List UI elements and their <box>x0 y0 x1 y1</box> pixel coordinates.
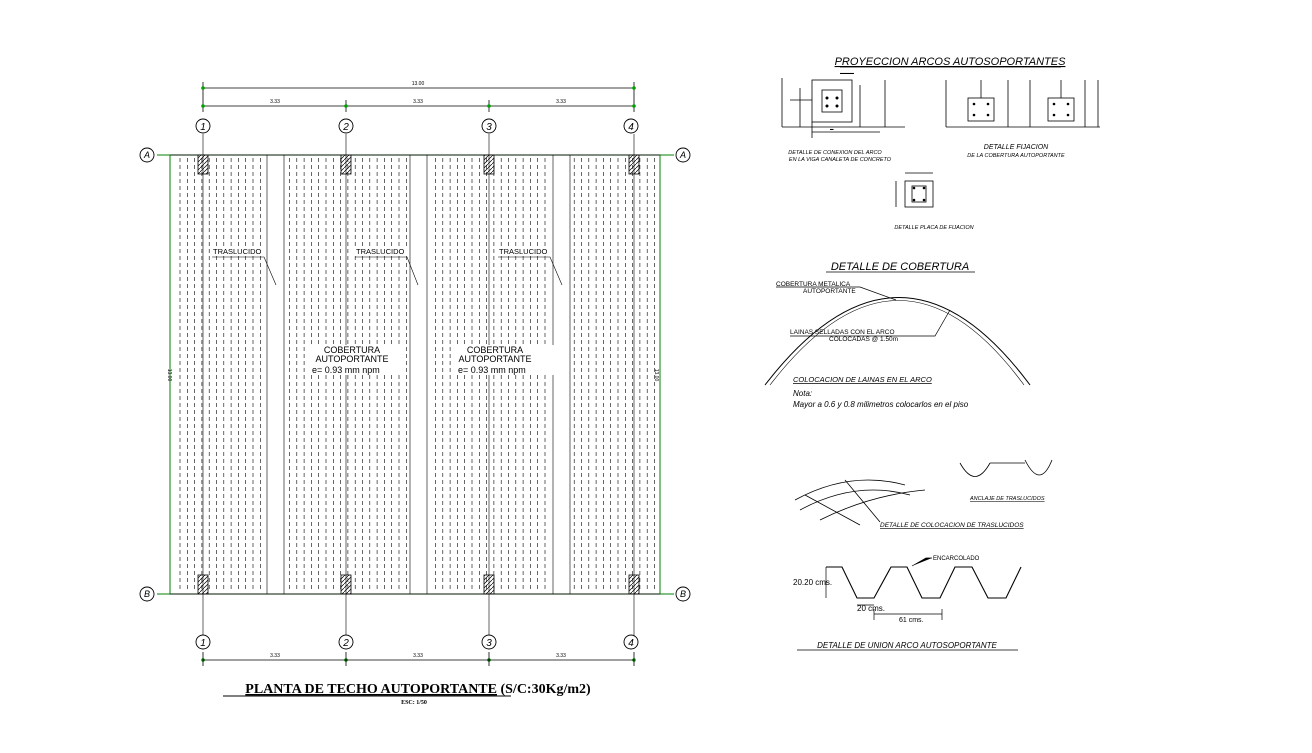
cover-label-1: COBERTURA AUTOPORTANTE e= 0.93 mm npm <box>306 345 406 375</box>
lainas-2: COLOCADAS @ 1.50m <box>829 336 898 343</box>
detail-proyeccion: PROYECCION ARCOS AUTOSOPORTANTES ▬▬▬▬ ▬ <box>781 56 1100 231</box>
grid-label-top-1: 1 <box>200 122 206 133</box>
union-title: DETALLE DE UNION ARCO AUTOSOPORTANTE <box>817 641 997 650</box>
grid-label-row-a-left: A <box>143 150 150 160</box>
dim-side-left: 13.00 <box>166 369 172 382</box>
detail-traslucidos: DETALLE DE COLOCACION DE TRASLUCIDOS ANC… <box>794 459 1053 529</box>
translucent-label-1: TRASLUCIDO <box>213 247 262 256</box>
bottom-dimensions <box>202 652 635 666</box>
traslucidos-label: DETALLE DE COLOCACION DE TRASLUCIDOS <box>880 522 1024 529</box>
dim-base: 20 cms. <box>857 604 885 613</box>
encarcolado-label: ENCARCOLADO <box>933 556 980 562</box>
placa-label: DETALLE PLACA DE FIJACION <box>894 225 973 231</box>
proyeccion-title: PROYECCION ARCOS AUTOSOPORTANTES <box>835 56 1066 68</box>
dim-bay-2: 3.33 <box>413 99 423 105</box>
fijacion-label-1: DETALLE FIJACION <box>984 144 1049 151</box>
svg-text:e= 0.93 mm npm: e= 0.93 mm npm <box>458 365 526 375</box>
column-grid-lines <box>202 134 635 636</box>
grid-label-top-3: 3 <box>486 122 492 133</box>
dim-side-right: 13.00 <box>653 369 659 382</box>
column-blocks <box>197 154 640 595</box>
dim-bay-bottom-1: 3.33 <box>270 653 280 659</box>
row-grid-lines <box>157 154 674 595</box>
dim-bay-bottom-3: 3.33 <box>556 653 566 659</box>
fijacion-label-2: DE LA COBERTURA AUTOPORTANTE <box>967 153 1065 159</box>
grid-label-bottom-4: 4 <box>628 638 634 649</box>
svg-text:AUTOPORTANTE: AUTOPORTANTE <box>458 354 531 364</box>
svg-text:▬: ▬ <box>830 127 834 131</box>
grid-label-bottom-2: 2 <box>342 638 349 649</box>
svg-text:AUTOPORTANTE: AUTOPORTANTE <box>315 354 388 364</box>
svg-text:e= 0.93 mm npm: e= 0.93 mm npm <box>312 365 380 375</box>
colocacion-lainas: COLOCACION DE LAINAS EN EL ARCO <box>793 375 932 384</box>
row-bubbles <box>139 147 691 602</box>
cobertura-metalica-2: AUTOPORTANTE <box>803 288 856 295</box>
grid-label-top-4: 4 <box>628 122 634 133</box>
note-title: Nota: <box>793 389 812 398</box>
grid-label-bottom-1: 1 <box>200 638 206 649</box>
roof-boundary <box>169 154 661 595</box>
cover-label-2: COBERTURA AUTOPORTANTE e= 0.93 mm npm <box>452 345 556 375</box>
lainas-1: LAINAS SELLADAS CON EL ARCO <box>790 329 895 336</box>
conexion-label-2: EN LA VIGA CANALETA DE CONCRETO <box>789 157 892 163</box>
grid-label-row-a-right: A <box>679 150 686 160</box>
svg-text:COBERTURA: COBERTURA <box>324 345 380 355</box>
cobertura-metalica-1: COBERTURA METALICA <box>776 281 851 288</box>
svg-text:▬▬▬▬: ▬▬▬▬ <box>840 71 855 75</box>
dim-bay-bottom-2: 3.33 <box>413 653 423 659</box>
detail-union: ENCARCOLADO 20.20 cms. 20 cms. 61 cms. D… <box>793 556 1022 651</box>
grid-label-row-b-right: B <box>680 589 686 599</box>
translucent-label-3: TRASLUCIDO <box>499 247 548 256</box>
plan-scale: ESC: 1/50 <box>401 700 427 706</box>
translucent-labels: TRASLUCIDO TRASLUCIDO TRASLUCIDO <box>210 246 563 286</box>
plan-title: PLANTA DE TECHO AUTOPORTANTE (S/C:30Kg/m… <box>245 682 591 697</box>
anclaje-label: ANCLAJE DE TRASLUCIDOS <box>969 496 1045 502</box>
roof-plan: 13.00 3.33 3.33 3.33 <box>139 81 691 706</box>
detail-cobertura: DETALLE DE COBERTURA COBERTURA METALICA … <box>764 261 1031 409</box>
dim-bay-1: 3.33 <box>270 99 280 105</box>
column-bubbles-bottom <box>195 634 639 650</box>
dim-bay-3: 3.33 <box>556 99 566 105</box>
arch-panel-lines <box>179 158 655 591</box>
grid-label-bottom-3: 3 <box>486 638 492 649</box>
cobertura-title: DETALLE DE COBERTURA <box>831 261 969 273</box>
dim-total-top: 13.00 <box>412 81 425 87</box>
svg-text:COBERTURA: COBERTURA <box>467 345 523 355</box>
dim-pitch: 61 cms. <box>899 617 924 624</box>
note-text: Mayor a 0.6 y 0.8 milimetros colocarlos … <box>793 400 969 409</box>
grid-label-top-2: 2 <box>342 122 349 133</box>
dim-height: 20.20 cms. <box>793 578 832 587</box>
column-bubbles-top <box>195 118 639 134</box>
translucent-label-2: TRASLUCIDO <box>356 247 405 256</box>
grid-label-row-b-left: B <box>144 589 150 599</box>
conexion-label-1: DETALLE DE CONEXION DEL ARCO <box>788 150 882 156</box>
